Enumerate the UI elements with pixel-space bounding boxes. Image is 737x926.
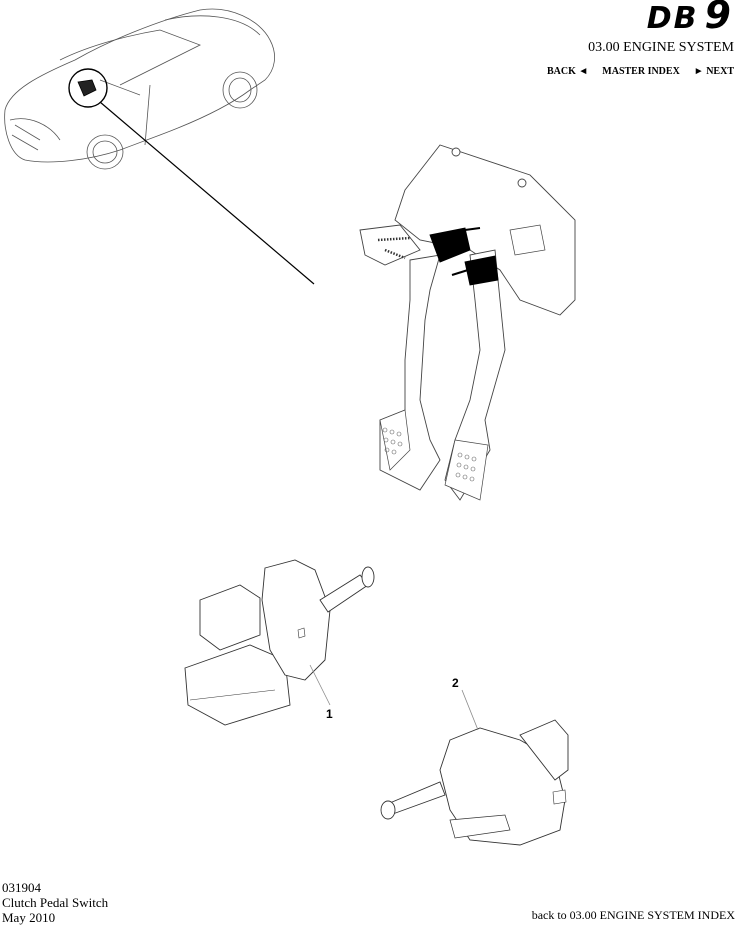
next-arrow-icon: ► xyxy=(693,66,704,77)
callout-2: 2 xyxy=(452,676,459,690)
next-label: NEXT xyxy=(706,66,734,77)
back-to-index-link[interactable]: back to 03.00 ENGINE SYSTEM INDEX xyxy=(531,908,735,922)
section-title: 03.00 ENGINE SYSTEM xyxy=(588,40,734,55)
highlighted-switch-1 xyxy=(429,227,471,263)
publication-date: May 2010 xyxy=(2,910,56,925)
callout-1: 1 xyxy=(326,707,333,721)
part-info: 031904 Clutch Pedal Switch May 2010 xyxy=(2,880,108,925)
leader-line xyxy=(99,101,315,285)
master-index-link[interactable]: MASTER INDEX xyxy=(602,66,680,77)
logo-text: DB xyxy=(646,1,699,36)
part-number: 031904 xyxy=(2,880,41,895)
back-arrow-icon: ◄ xyxy=(578,66,589,77)
car-locator-view xyxy=(4,8,275,170)
highlighted-switch-2 xyxy=(464,255,499,286)
pedal-assembly-view xyxy=(359,144,576,501)
part-title: Clutch Pedal Switch xyxy=(2,895,109,910)
back-label: BACK xyxy=(546,66,576,77)
logo-number: 9 xyxy=(704,0,733,37)
clutch-pedal-switch-2-drawing xyxy=(380,689,569,846)
navigation-bar: BACK ◄ MASTER INDEX ► NEXT xyxy=(547,66,734,77)
next-link[interactable]: ► NEXT xyxy=(694,66,734,77)
clutch-pedal-switch-1-drawing xyxy=(184,559,375,726)
back-link[interactable]: BACK ◄ xyxy=(547,66,588,77)
